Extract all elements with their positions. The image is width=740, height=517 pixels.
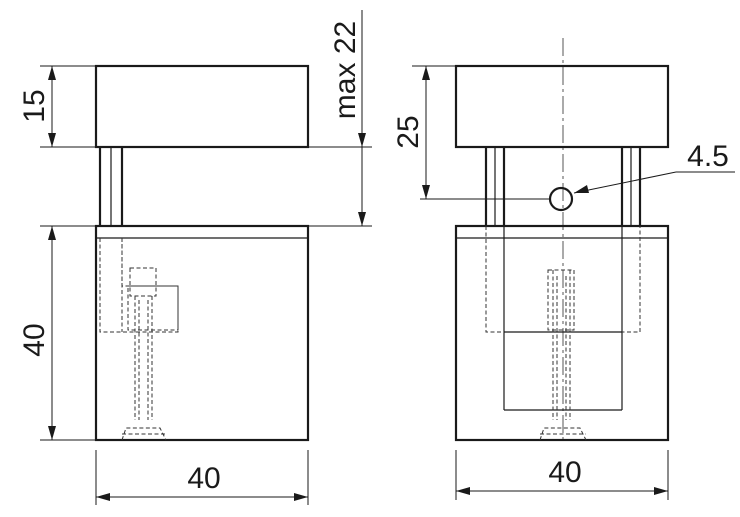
dim-label-40-left-horizontal: 40 (187, 462, 220, 495)
dim-label-40-right-horizontal: 40 (548, 456, 581, 489)
right-dim-25: 25 (392, 65, 550, 200)
right-dim-40-horizontal: 40 (455, 450, 669, 500)
dim-label-4-5: 4.5 (687, 140, 729, 173)
left-dim-15: 15 (18, 65, 96, 148)
right-dim-hole: 4.5 (573, 140, 735, 194)
right-top-cap (454, 64, 670, 149)
left-top-cap (94, 64, 310, 149)
left-base (94, 224, 310, 442)
dim-label-25: 25 (392, 115, 425, 148)
dim-label-max22: max 22 (329, 21, 362, 119)
left-view (94, 64, 310, 442)
dim-label-40-left-vertical: 40 (18, 323, 51, 356)
left-dim-40-vertical: 40 (18, 225, 96, 441)
dim-label-15: 15 (18, 89, 51, 122)
left-dim-max22: max 22 (308, 10, 372, 227)
left-dim-40-horizontal: 40 (95, 450, 309, 505)
right-hole (548, 186, 574, 212)
right-base (454, 224, 670, 442)
right-posts (484, 147, 642, 411)
right-hidden-features (485, 226, 641, 441)
left-post (98, 147, 124, 226)
left-hidden-features (99, 238, 179, 441)
right-view (454, 38, 670, 442)
